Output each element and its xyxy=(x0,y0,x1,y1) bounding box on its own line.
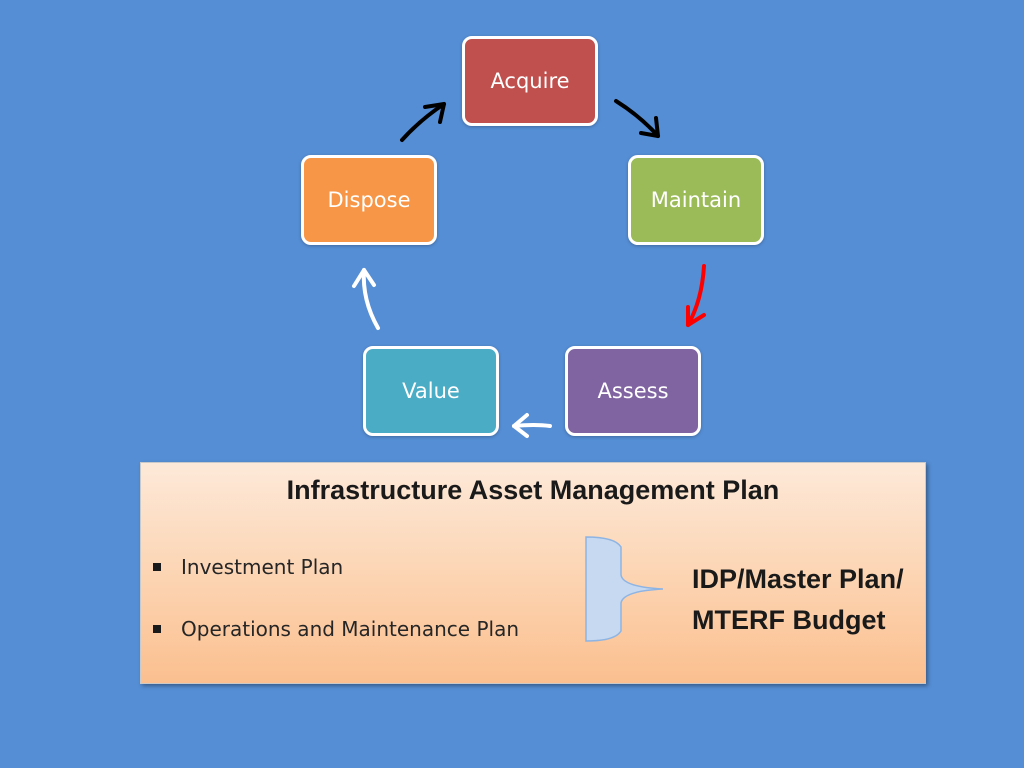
bullet-investment-plan: Investment Plan xyxy=(153,555,343,579)
node-maintain: Maintain xyxy=(628,155,764,245)
cycle-arrows xyxy=(352,99,706,438)
bullet-investment-label: Investment Plan xyxy=(181,555,344,579)
node-value-label: Value xyxy=(402,379,460,403)
node-dispose: Dispose xyxy=(301,155,437,245)
arrow-acquire-to-maintain xyxy=(614,99,660,138)
bullet-square-icon xyxy=(153,563,161,571)
node-assess-label: Assess xyxy=(597,379,669,403)
idp-line-2: MTERF Budget xyxy=(692,605,886,635)
right-brace-icon xyxy=(585,536,664,642)
bullet-operations-plan: Operations and Maintenance Plan xyxy=(153,617,519,641)
idp-master-plan-text: IDP/Master Plan/ MTERF Budget xyxy=(692,559,904,641)
arrow-dispose-to-acquire xyxy=(400,102,446,142)
bullet-operations-label: Operations and Maintenance Plan xyxy=(181,617,519,641)
plan-title: Infrastructure Asset Management Plan xyxy=(286,475,780,505)
arrow-assess-to-value xyxy=(512,413,552,438)
plan-box: Infrastructure Asset Management Plan Inv… xyxy=(140,462,926,684)
node-dispose-label: Dispose xyxy=(327,188,411,212)
node-assess: Assess xyxy=(565,346,701,436)
idp-line-1: IDP/Master Plan/ xyxy=(692,564,904,594)
node-acquire-label: Acquire xyxy=(490,69,570,93)
bullet-square-icon xyxy=(153,625,161,633)
node-maintain-label: Maintain xyxy=(650,188,742,212)
arrow-value-to-dispose xyxy=(352,268,380,330)
node-acquire: Acquire xyxy=(462,36,598,126)
arrow-maintain-to-assess xyxy=(686,264,706,327)
node-value: Value xyxy=(363,346,499,436)
